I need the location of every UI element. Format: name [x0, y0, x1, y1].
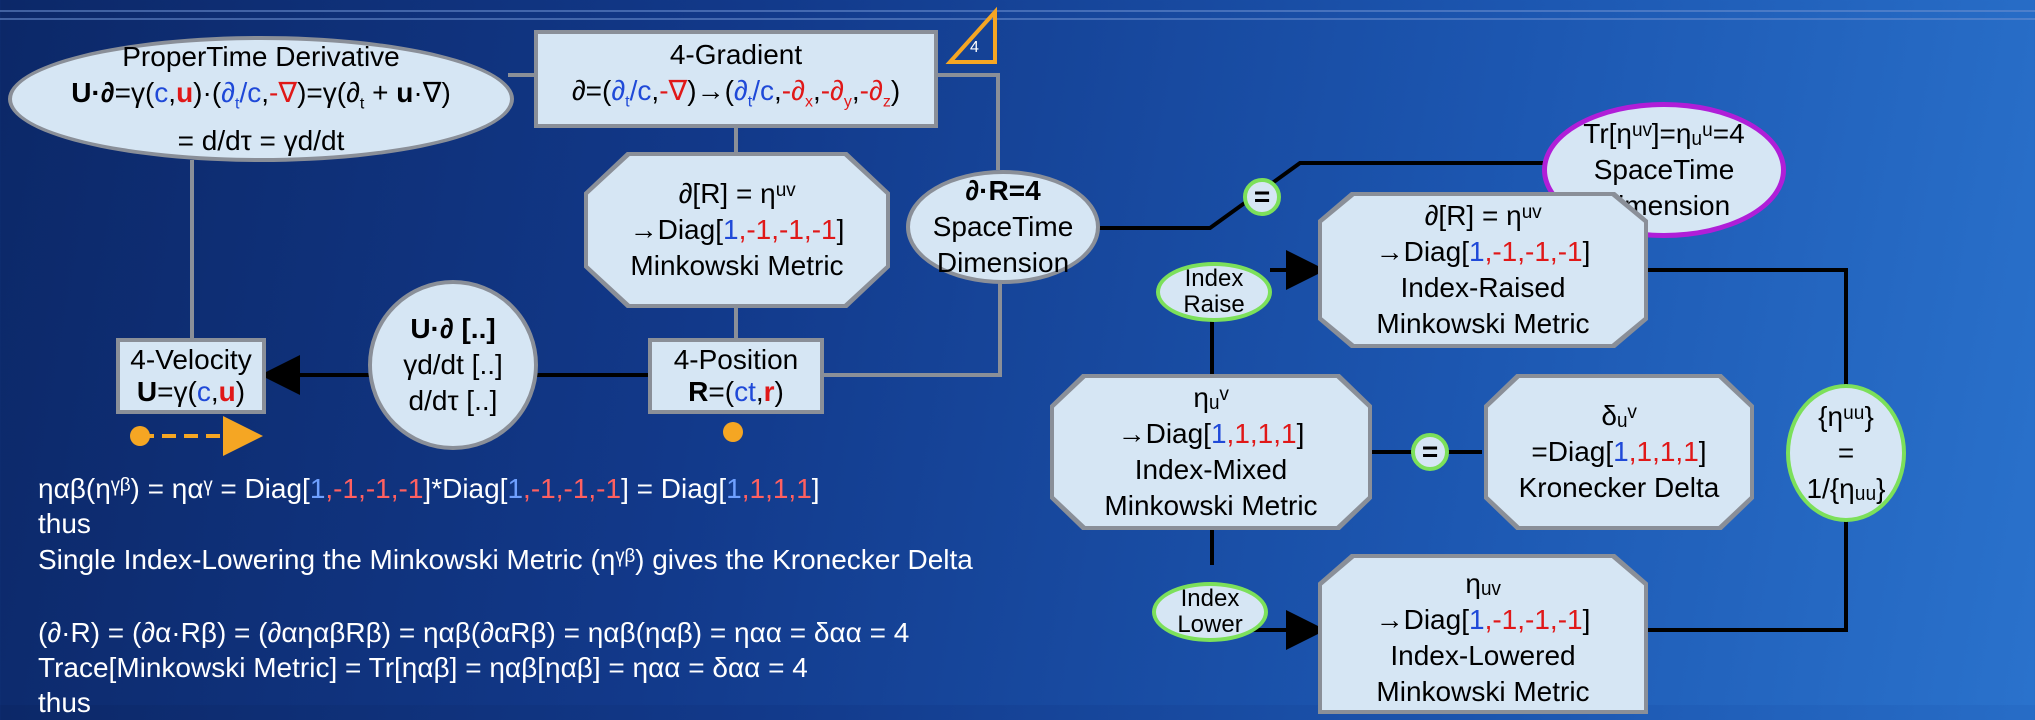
- inverse-node: {ηᵘᵘ} = 1/{ηᵤᵤ}: [1786, 384, 1906, 522]
- trace-node: Tr[ηᵘᵛ]=ηᵤᵘ=4 SpaceTime Dimension: [1542, 102, 1786, 238]
- equals-badge: =: [1411, 433, 1449, 471]
- index-mixed-metric-node: ηᵤᵛ →Diag[1,1,1,1] Index-Mixed Minkowski…: [1050, 374, 1372, 530]
- proper-time-formula: U·∂=γ(c,u)·(∂t/c,-∇)=γ(∂t + u·∇): [71, 77, 451, 113]
- u-dot-d-node: U·∂ [..] γd/dt [..] d/dτ [..]: [368, 280, 538, 450]
- eq1-text: ηαβ(ηᵞᵝ) = ηαᵞ = Diag[1,-1,-1,-1]*Diag[1…: [38, 473, 820, 504]
- index-lowered-metric-node: ηᵤᵥ →Diag[1,-1,-1,-1] Index-Lowered Mink…: [1318, 554, 1648, 714]
- top-rule: [0, 10, 2035, 12]
- raised-def: ∂[R] = ηᵘᵛ: [1424, 200, 1542, 231]
- divergence-node: ∂·R=4 SpaceTime Dimension: [906, 170, 1100, 284]
- raised-diag: →Diag[1,-1,-1,-1]: [1375, 236, 1591, 267]
- top-rule: [0, 18, 2035, 20]
- velocity-formula: U=γ(c,u): [136, 376, 246, 407]
- divergence-line2: SpaceTime: [932, 211, 1074, 242]
- proper-time-derivative-node: ProperTime Derivative U·∂=γ(c,u)·(∂t/c,-…: [8, 36, 514, 162]
- ud-line1: U·∂ [..]: [410, 313, 496, 344]
- lowered-label2: Minkowski Metric: [1376, 676, 1590, 707]
- proper-time-equals: = d/dτ = γd/dt: [177, 124, 345, 156]
- kronecker-label: Kronecker Delta: [1518, 472, 1720, 503]
- four-velocity-node: 4-Velocity U=γ(c,u): [116, 338, 266, 414]
- metric-label: Minkowski Metric: [630, 250, 844, 281]
- kronecker-def: δᵤᵛ: [1601, 400, 1637, 431]
- thus-text-2: thus: [38, 687, 91, 718]
- four-gradient-formula: ∂=(∂t/c,-∇)→(∂t/c,-∂x,-∂y,-∂z): [571, 75, 901, 111]
- u-symbol: u: [176, 77, 194, 109]
- lowered-label: Index-Lowered: [1390, 640, 1576, 671]
- velocity-title: 4-Velocity: [130, 344, 252, 375]
- four-position-node: 4-Position R=(ct,r): [648, 338, 824, 414]
- trace-line2: SpaceTime: [1593, 154, 1735, 185]
- proper-time-title: ProperTime Derivative: [122, 41, 400, 73]
- mixed-diag: →Diag[1,1,1,1]: [1117, 418, 1305, 449]
- triangle-number: 4: [970, 39, 979, 56]
- kronecker-delta-node: δᵤᵛ =Diag[1,1,1,1] Kronecker Delta: [1484, 374, 1754, 530]
- inverse-line1: {ηᵘᵘ}: [1818, 401, 1874, 432]
- metric-def: ∂[R] = ηᵘᵛ: [678, 178, 796, 209]
- ud-line3: d/dτ [..]: [408, 385, 498, 416]
- metric-diag: →Diag[1,-1,-1,-1]: [629, 214, 845, 245]
- c-symbol: c: [154, 77, 169, 109]
- index-raised-metric-node: ∂[R] = ηᵘᵛ →Diag[1,-1,-1,-1] Index-Raise…: [1318, 192, 1648, 348]
- lowered-diag: →Diag[1,-1,-1,-1]: [1375, 604, 1591, 635]
- raised-label: Index-Raised: [1400, 272, 1566, 303]
- grad-symbol: -∇: [269, 77, 298, 109]
- position-formula: R=(ct,r): [688, 376, 784, 407]
- ud-line2: γd/dt [..]: [403, 349, 503, 380]
- minkowski-metric-node: ∂[R] = ηᵘᵛ →Diag[1,-1,-1,-1] Minkowski M…: [584, 152, 890, 308]
- mixed-label2: Minkowski Metric: [1104, 490, 1318, 521]
- raised-label2: Minkowski Metric: [1376, 308, 1590, 339]
- divergence-line3: Dimension: [936, 247, 1070, 278]
- mixed-label: Index-Mixed: [1134, 454, 1288, 485]
- lowered-def: ηᵤᵥ: [1465, 568, 1501, 599]
- thus-text: thus: [38, 508, 91, 539]
- inverse-line3: 1/{ηᵤᵤ}: [1806, 473, 1886, 504]
- eq3-text: Trace[Minkowski Metric] = Tr[ηαβ] = ηαβ[…: [38, 652, 808, 683]
- mixed-def: ηᵤᵛ: [1193, 382, 1229, 413]
- trace-formula: Tr[ηᵘᵛ]=ηᵤᵘ=4: [1583, 118, 1745, 149]
- equals-badge: =: [1243, 178, 1281, 216]
- divergence-formula: ∂·R=4: [965, 175, 1041, 206]
- inverse-line2: =: [1837, 437, 1855, 468]
- single-lowering-text: Single Index-Lowering the Minkowski Metr…: [38, 544, 973, 575]
- four-gradient-title: 4-Gradient: [669, 39, 803, 71]
- position-title: 4-Position: [673, 344, 799, 375]
- eq2-text: (∂·R) = (∂α·Rβ) = (∂αηαβRβ) = ηαβ(∂αRβ) …: [38, 617, 910, 648]
- kronecker-diag: =Diag[1,1,1,1]: [1531, 436, 1707, 467]
- four-gradient-node: 4-Gradient ∂=(∂t/c,-∇)→(∂t/c,-∂x,-∂y,-∂z…: [534, 30, 938, 128]
